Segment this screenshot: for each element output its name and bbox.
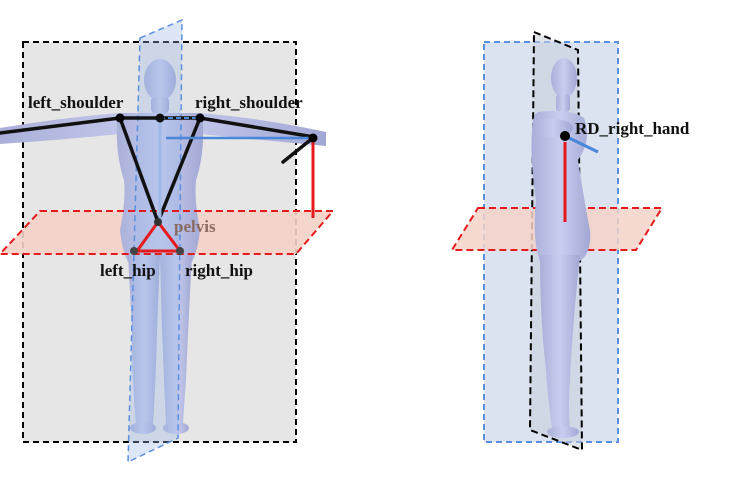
side-right-hand-joint xyxy=(560,131,570,141)
neck-joint xyxy=(155,113,165,123)
front-horizontal-plane-outline xyxy=(0,210,336,255)
pelvis-joint xyxy=(154,218,162,226)
right-hand-joint xyxy=(308,133,318,143)
right-shoulder-joint xyxy=(195,113,205,123)
label-pelvis: pelvis xyxy=(174,217,216,236)
front-sagittal-plane xyxy=(127,18,183,464)
pelvis-triangle xyxy=(134,219,184,253)
left-hip-joint xyxy=(130,247,138,255)
front-view-panel: left_shoulder right_shoulder pelvis left… xyxy=(0,18,336,464)
label-left-shoulder: left_shoulder xyxy=(28,93,124,112)
right-hip-joint xyxy=(176,247,184,255)
side-view-panel: RD_right_hand xyxy=(450,30,690,452)
side-blue-direction-line xyxy=(564,134,599,154)
left-shoulder-joint xyxy=(115,113,125,123)
label-right-shoulder: right_shoulder xyxy=(195,93,303,112)
label-rd-right-hand: RD_right_hand xyxy=(575,119,690,138)
figure-side-icon xyxy=(531,58,591,438)
label-right-hip: right_hip xyxy=(185,261,253,280)
label-left-hip: left_hip xyxy=(100,261,156,280)
